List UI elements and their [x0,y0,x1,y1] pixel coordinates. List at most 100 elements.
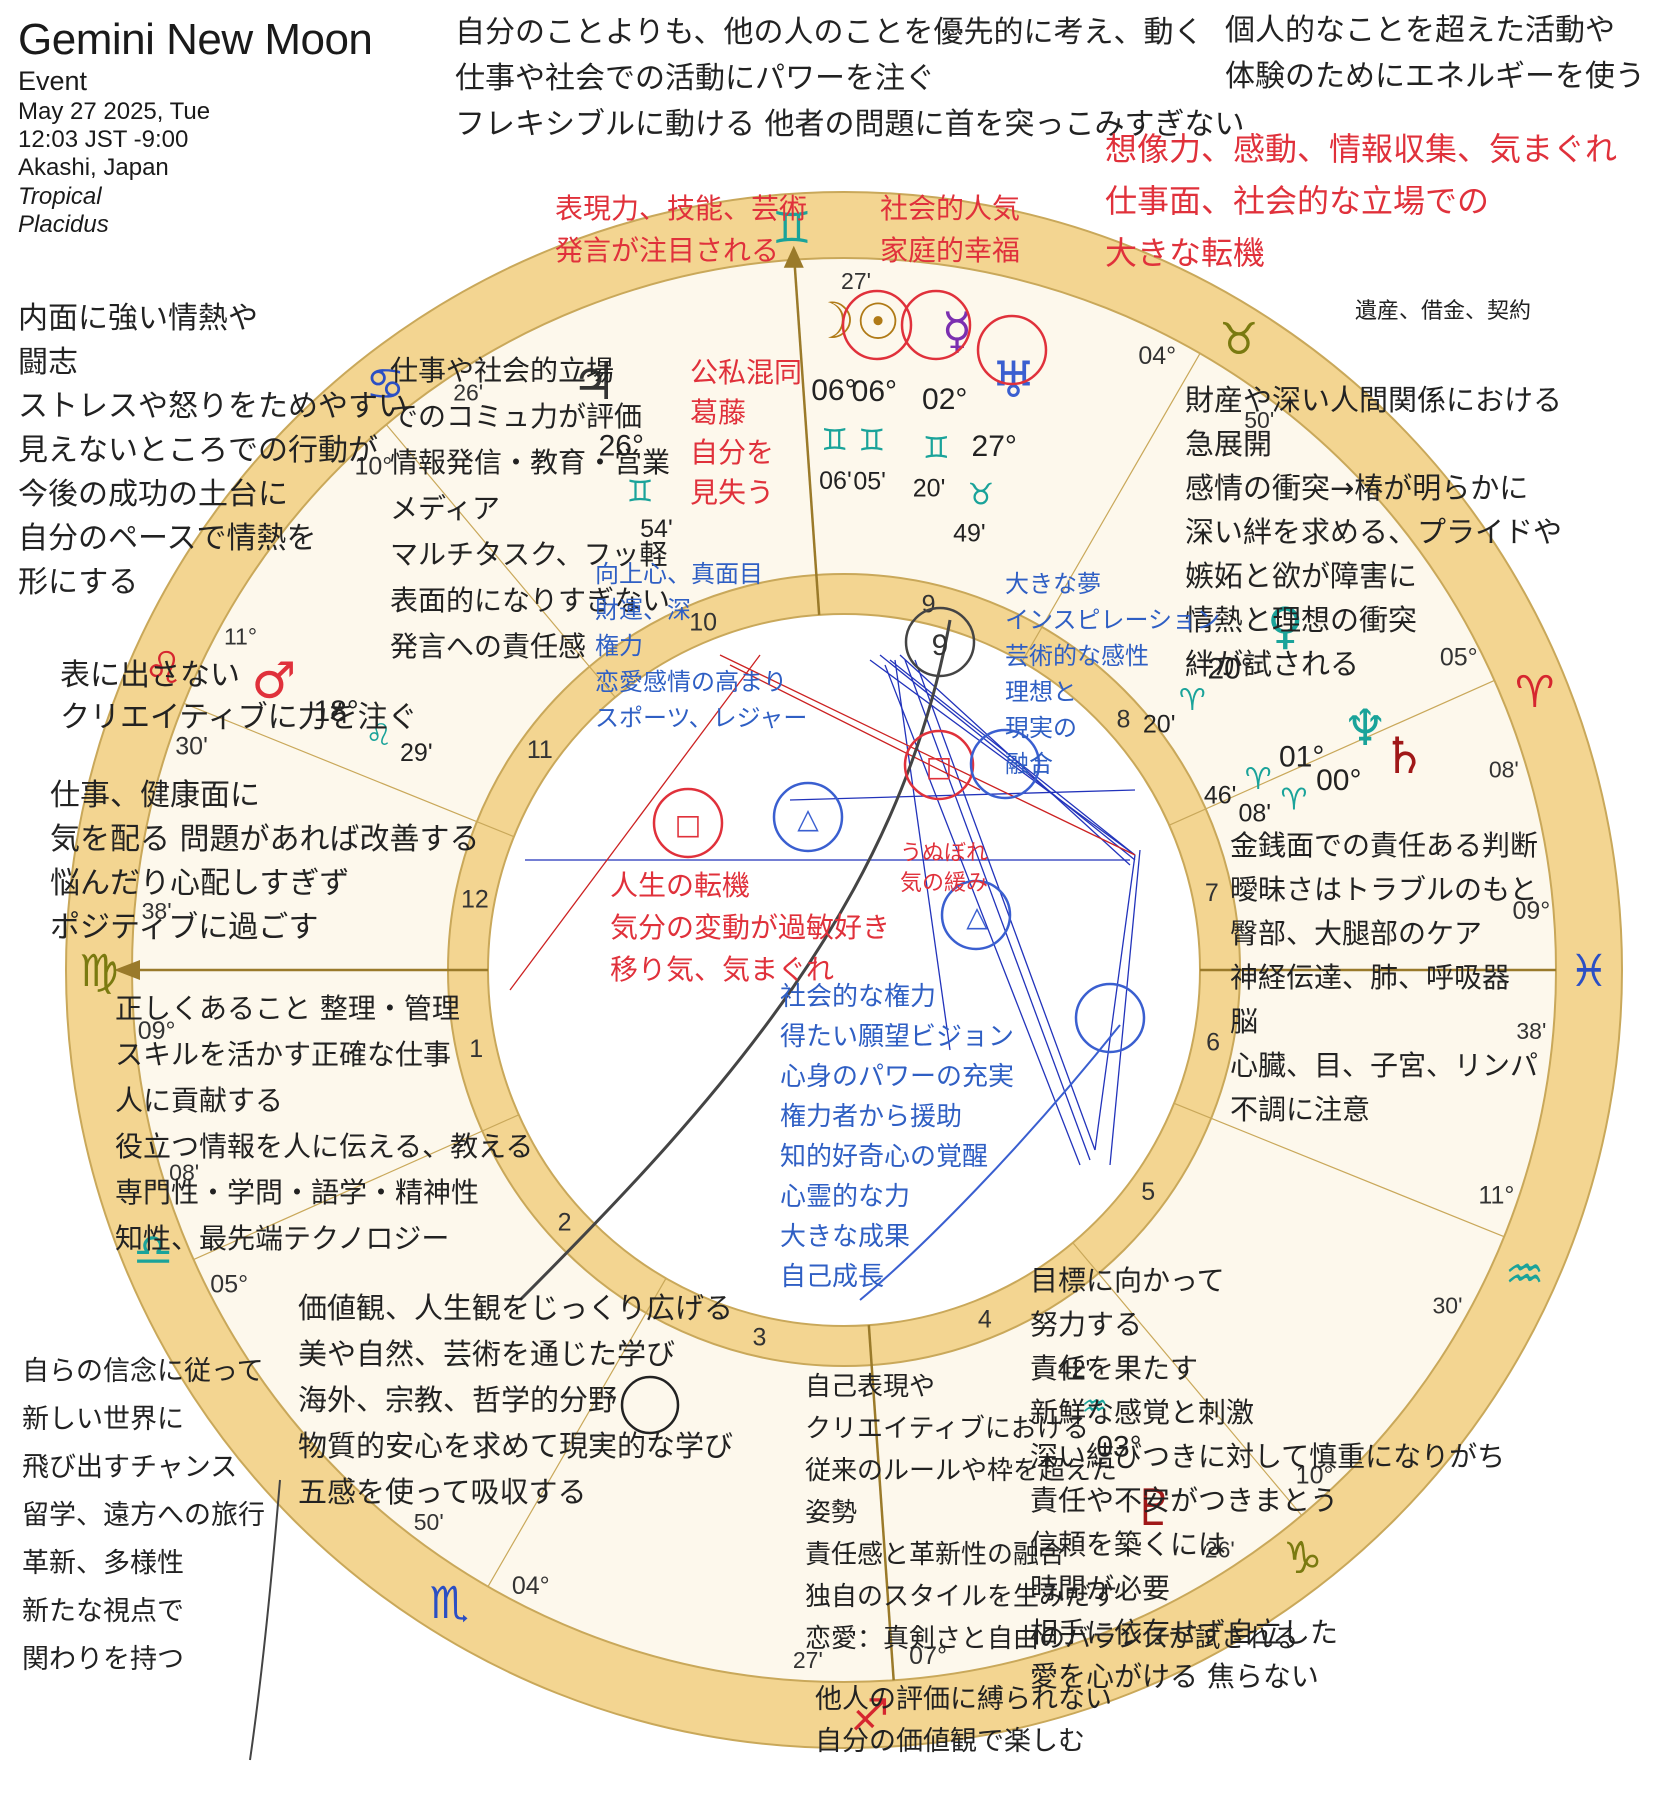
cusp-degree-label: 07° [909,1642,947,1670]
planet-sign-glyph: ♈ [1179,683,1206,718]
note-line: 社会的な権力 [780,982,936,1012]
planet-minute: 20' [1143,711,1176,739]
libra-icon: ♎ [134,1225,173,1276]
cusp-degree-label: 04° [1138,342,1176,370]
cusp-minute-label: 26' [1205,1537,1235,1563]
planet-degree: 06° [852,375,897,408]
note-line: インスピレーション [1005,606,1220,634]
house-number: 4 [978,1306,992,1334]
note-line: 曖昧さはトラブルのもと [1230,873,1537,906]
house-cusp-line [183,702,515,838]
note-line: 現実の [1005,714,1077,742]
note-line: 表に出さない [60,658,240,693]
note-line: 得たい願望ビジョン [780,1022,1014,1052]
note-line: 闘志 [18,345,78,380]
annotation-circle [772,781,844,853]
house-cusp-line [385,424,616,698]
aspect-line-trine [879,654,1136,861]
note-line: 新たな視点で [22,1596,184,1627]
mars-icon: ♂ [251,651,296,709]
note-bottom-right-center: 自己表現やクリエイティブにおける従来のルールや枠を超えた姿勢責任感と革新性の融合… [805,1372,1298,1654]
house-number: 6 [1206,1029,1220,1057]
note-line: クリエイティブに力を注ぐ [60,700,418,735]
note-line: 飛び出すチャンス [22,1452,237,1483]
square-aspect-icon: □ [675,808,701,841]
annotation-circle [903,729,975,801]
note-line: 五感を使って吸収する [298,1475,587,1509]
aspect-line-square [719,654,1136,856]
note-line: 人生の転機 [610,869,750,902]
note-line: 臀部、大腿部のケア [1230,917,1482,950]
note-line: 仕事や社会的立場 [390,354,614,387]
note-line: 気の緩み [900,871,988,896]
note-line: ストレスや怒りをためやすい [18,389,408,424]
note-line: 新鮮な感覚と刺激 [1030,1396,1254,1429]
cusp-minute-label: 30' [1432,1293,1462,1319]
house-number: 11 [527,736,553,764]
note-line: 個人的なことを超えた活動や [1225,13,1615,48]
note-line: 自分のペースで情熱を [18,521,317,556]
house-number: 9 [922,591,936,619]
note-line: 気分の変動が過敏好き [610,911,890,944]
note-line: 金銭面での責任ある判断 [1230,829,1538,862]
note-line: 遺産、借金、契約 [1355,299,1531,324]
scorpio-icon: ♏ [429,1578,468,1629]
note-line: 革新、多様性 [22,1548,184,1579]
cusp-degree-label: 09° [138,1017,176,1045]
planet-minute: 46' [1204,782,1237,810]
planet-sign-glyph: ♌ [365,718,392,753]
aspect-line-trine [1094,854,1136,1151]
aspect-line-square [729,664,981,791]
note-line: 権力者から援助 [780,1102,962,1132]
trine-aspect-icon: △ [797,802,819,835]
planet-sign-glyph: ♉ [968,477,995,512]
midheaven-arrow-icon [783,245,804,268]
planet-minute: 54' [640,515,673,543]
chart-place: Akashi, Japan [18,154,169,182]
note-line: 移り気、気まぐれ [610,953,834,986]
note-line: 不調に注意 [1230,1093,1370,1126]
cusp-minute-label: 08' [169,1160,199,1186]
house-cusp-line [193,1114,520,1261]
note-line: 努力する [1030,1308,1142,1341]
note-line: 心霊的な力 [780,1182,910,1212]
house-cusp-line [1173,1102,1505,1238]
cusp-degree-label: 05° [210,1270,248,1298]
note-line: うぬぼれ [900,841,988,866]
house-cusp-line [793,259,821,615]
cusp-degree-label: 11° [1478,1182,1514,1210]
note-line: 気を配る 問題があれば改善する [50,822,480,857]
note-bottom-left: 自らの信念に従って新しい世界に飛び出すチャンス留学、遠方への旅行革新、多様性新た… [22,1356,265,1675]
note-left-top: 内面に強い情熱や闘志ストレスや怒りをためやすい見えないところでの行動が今後の成功… [18,301,408,600]
planet-degree: 00° [1316,764,1361,797]
pisces-icon: ♓ [1569,946,1608,997]
note-line: 大きな転機 [1105,234,1265,272]
note-line: 役立つ情報を人に伝える、教える [115,1130,533,1163]
house-number: 12 [461,885,489,913]
planet-minute: 49' [953,520,986,548]
house-cusp-line [1168,679,1495,826]
sun-icon: ☉ [856,293,901,351]
house-cusp-line [487,1278,667,1587]
note-line: 美や自然、芸術を通じた学び [298,1337,675,1371]
cusp-minute-label: 11° [224,623,257,649]
planet-sign-glyph: ♊ [923,431,950,466]
aspect-line-trine [899,654,1131,866]
note-line: 新しい世界に [22,1404,184,1435]
planet-degree: 03° [1096,1430,1141,1463]
gemini-icon: ♊ [772,203,811,254]
annotation-circle [940,879,1012,951]
note-line: 価値観、人生観をじっくり広げる [298,1291,733,1325]
note-line: 発言への責任感 [390,630,586,663]
note-line: 大きな成果 [780,1222,910,1252]
pluto-icon: ♇ [1132,1479,1177,1537]
note-right-health: 金銭面での責任ある判断曖昧さはトラブルのもと臀部、大腿部のケア神経伝達、肺、呼吸… [1230,829,1538,1126]
planet-sign-glyph: ♊ [821,423,848,458]
note-line: 目標に向かって [1030,1264,1225,1297]
note-line: ポジティブに過ごす [50,910,319,945]
note-blue-center: 社会的な権力得たい願望ビジョン心身のパワーの充実権力者から援助知的好奇心の覚醒心… [780,982,1014,1292]
